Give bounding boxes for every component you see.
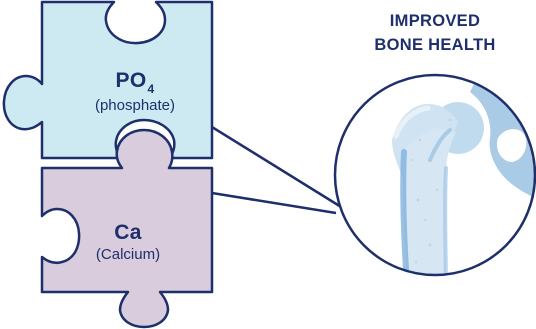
phosphate-label: PO4 (phosphate): [65, 70, 205, 114]
phosphate-formula-subscript: 4: [147, 82, 154, 96]
phosphate-name: (phosphate): [65, 98, 205, 114]
shaft-edge-right: [445, 168, 446, 300]
calcium-formula: Ca: [58, 222, 198, 244]
calcium-label: Ca (Calcium): [58, 222, 198, 263]
phosphate-formula-main: PO: [116, 69, 147, 92]
bone-health-heading: IMPROVED BONE HEALTH: [340, 10, 530, 58]
calcium-name: (Calcium): [58, 247, 198, 263]
connector-line-top: [212, 127, 346, 210]
phosphate-formula: PO4: [65, 70, 205, 95]
calcium-formula-main: Ca: [114, 221, 141, 244]
heading-line-1: IMPROVED: [340, 10, 530, 34]
connector-line-bottom: [212, 193, 336, 213]
heading-line-2: BONE HEALTH: [340, 34, 530, 58]
